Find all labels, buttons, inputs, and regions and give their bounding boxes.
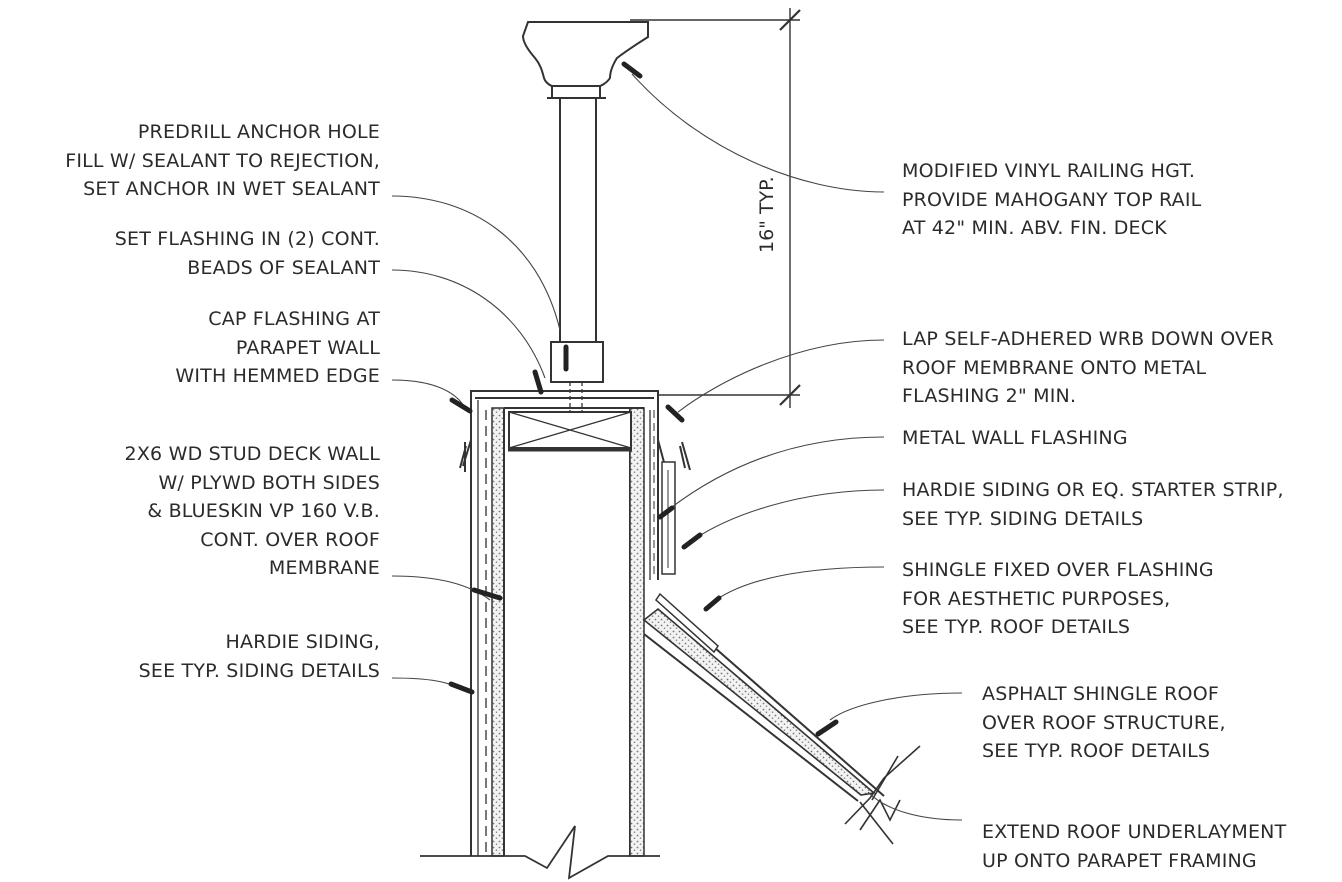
post-base-sleeve: [550, 341, 604, 383]
left-plywood-sheathing: [491, 407, 505, 857]
leader-predrill: [391, 195, 561, 331]
railing: [521, 21, 649, 445]
leader-shingle-fixed: [715, 566, 885, 601]
note-line: SHINGLE FIXED OVER FLASHING: [902, 559, 1214, 581]
note-line: SEE TYP. ROOF DETAILS: [982, 740, 1211, 762]
note-line: 2X6 WD STUD DECK WALL: [124, 443, 380, 465]
leader-lap-wrb: [677, 339, 885, 413]
note-line: PREDRILL ANCHOR HOLE: [137, 121, 380, 143]
leader-starter-strip: [692, 489, 885, 541]
note-metal-wall-flashing: METAL WALL FLASHING: [902, 424, 1128, 453]
note-line: MEMBRANE: [268, 557, 380, 579]
note-line: ASPHALT SHINGLE ROOF: [982, 683, 1219, 705]
note-cap-flashing: CAP FLASHING AT PARAPET WALL WITH HEMMED…: [175, 305, 380, 391]
note-hardie-siding: HARDIE SIDING, SEE TYP. SIDING DETAILS: [139, 628, 380, 685]
note-line: OVER ROOF STRUCTURE,: [982, 711, 1226, 734]
leader-roof-underlayment: [867, 791, 963, 821]
note-line: AT 42" MIN. ABV. FIN. DECK: [902, 217, 1167, 239]
note-line: CAP FLASHING AT: [208, 308, 380, 330]
note-line: METAL WALL FLASHING: [902, 427, 1128, 449]
note-line: FILL W/ SEALANT TO REJECTION,: [65, 149, 380, 172]
note-line: SET FLASHING IN (2) CONT.: [114, 228, 380, 250]
note-starter-strip: HARDIE SIDING OR EQ. STARTER STRIP, SEE …: [902, 476, 1284, 533]
note-line: BEADS OF SEALANT: [187, 256, 380, 279]
note-line: SEE TYP. SIDING DETAILS: [902, 507, 1144, 530]
note-line: FOR AESTHETIC PURPOSES,: [902, 587, 1171, 610]
leader-metal-wall-flashing: [667, 436, 885, 511]
roof-assembly: [420, 461, 921, 880]
leader-vinyl-railing: [631, 73, 885, 193]
dimension-line: 16" TYP.: [630, 8, 801, 408]
note-line: SET ANCHOR IN WET SEALANT: [83, 178, 380, 200]
note-line: PROVIDE MAHOGANY TOP RAIL: [902, 188, 1202, 211]
note-line: SEE TYP. SIDING DETAILS: [138, 659, 380, 682]
note-line: W/ PLYWD BOTH SIDES: [158, 471, 380, 494]
leader-asphalt-roof: [829, 692, 963, 721]
note-stud-deck-wall: 2X6 WD STUD DECK WALL W/ PLYWD BOTH SIDE…: [125, 440, 380, 583]
cap-flashing: [462, 390, 666, 467]
note-asphalt-roof: ASPHALT SHINGLE ROOF OVER ROOF STRUCTURE…: [982, 680, 1226, 766]
right-plywood-sheathing: [629, 407, 645, 857]
note-line: CONT. OVER ROOF: [200, 528, 380, 551]
dimension-label: 16" TYP.: [756, 176, 778, 253]
note-line: SEE TYP. ROOF DETAILS: [902, 616, 1131, 638]
note-predrill-anchor: PREDRILL ANCHOR HOLE FILL W/ SEALANT TO …: [65, 118, 380, 204]
note-line: WITH HEMMED EDGE: [175, 365, 380, 387]
note-roof-underlayment: EXTEND ROOF UNDERLAYMENT UP ONTO PARAPET…: [982, 818, 1286, 875]
leader-cap-flashing: [391, 379, 466, 409]
note-line: UP ONTO PARAPET FRAMING: [982, 849, 1257, 872]
note-lap-wrb: LAP SELF-ADHERED WRB DOWN OVER ROOF MEMB…: [902, 325, 1274, 411]
leader-ticks: [448, 61, 839, 737]
note-line: PARAPET WALL: [235, 336, 380, 359]
note-line: & BLUESKIN VP 160 V.B.: [147, 500, 380, 522]
leader-lines: [391, 73, 963, 821]
note-line: EXTEND ROOF UNDERLAYMENT: [982, 821, 1287, 843]
parapet-wall: [459, 390, 691, 857]
note-line: HARDIE SIDING,: [225, 631, 380, 653]
note-set-flashing: SET FLASHING IN (2) CONT. BEADS OF SEALA…: [115, 225, 380, 282]
note-vinyl-railing: MODIFIED VINYL RAILING HGT. PROVIDE MAHO…: [902, 157, 1201, 243]
top-rail-cap: [521, 21, 649, 87]
leader-set-flashing: [391, 269, 546, 379]
note-line: FLASHING 2" MIN.: [902, 385, 1077, 407]
roof-membrane-layer: [642, 607, 876, 796]
note-line: MODIFIED VINYL RAILING HGT.: [902, 160, 1196, 182]
note-line: HARDIE SIDING OR EQ. STARTER STRIP,: [902, 479, 1284, 501]
note-line: ROOF MEMBRANE ONTO METAL: [902, 356, 1207, 379]
note-line: LAP SELF-ADHERED WRB DOWN OVER: [902, 328, 1274, 350]
note-shingle-fixed: SHINGLE FIXED OVER FLASHING FOR AESTHETI…: [902, 556, 1214, 642]
